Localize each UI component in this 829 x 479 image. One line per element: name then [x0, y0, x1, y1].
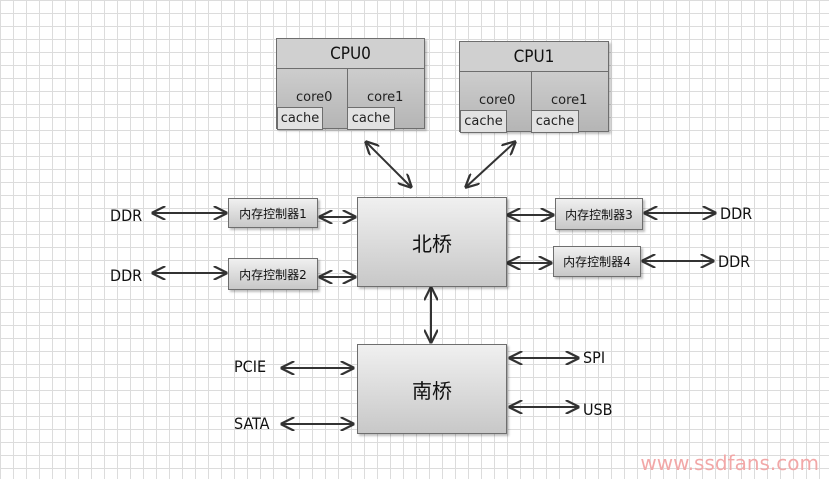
memory-controller-2: 内存控制器2	[228, 258, 318, 290]
cpu0-core0-cache: cache	[277, 107, 323, 130]
usb-label: USB	[583, 400, 613, 419]
south-bridge: 南桥	[357, 344, 507, 434]
ddr-label-4: DDR	[718, 252, 751, 271]
cpu1-core1-label: core1	[551, 93, 588, 108]
memory-controller-4: 内存控制器4	[553, 246, 641, 277]
cpu0-core1-cache: cache	[347, 107, 395, 130]
ddr-label-3: DDR	[720, 204, 753, 223]
arrow-cpu0-northbridge	[366, 142, 411, 187]
memory-controller-3: 内存控制器3	[555, 198, 643, 230]
cpu1-core1-cache: cache	[531, 110, 579, 133]
ddr-label-2: DDR	[110, 266, 143, 285]
arrow-cpu1-northbridge	[466, 142, 515, 187]
cpu0-block: CPU0 core0 core1 cache cache	[276, 38, 425, 130]
sata-label: SATA	[234, 414, 270, 433]
cpu1-core0-label: core0	[479, 93, 516, 108]
watermark-text: www.ssdfans.com	[640, 451, 819, 475]
pcie-label: PCIE	[234, 357, 267, 376]
spi-label: SPI	[583, 348, 606, 367]
cpu1-block: CPU1 core0 core1 cache cache	[459, 41, 609, 133]
cpu1-title: CPU1	[460, 42, 608, 72]
memory-controller-1: 内存控制器1	[228, 198, 318, 228]
cpu0-core0-label: core0	[296, 90, 333, 105]
cpu1-core-divider	[531, 72, 532, 131]
north-bridge: 北桥	[357, 197, 507, 287]
cpu0-core-divider	[347, 69, 348, 128]
ddr-label-1: DDR	[110, 206, 143, 225]
cpu0-title: CPU0	[277, 39, 424, 69]
cpu0-core1-label: core1	[367, 90, 404, 105]
cpu1-core0-cache: cache	[460, 110, 507, 133]
